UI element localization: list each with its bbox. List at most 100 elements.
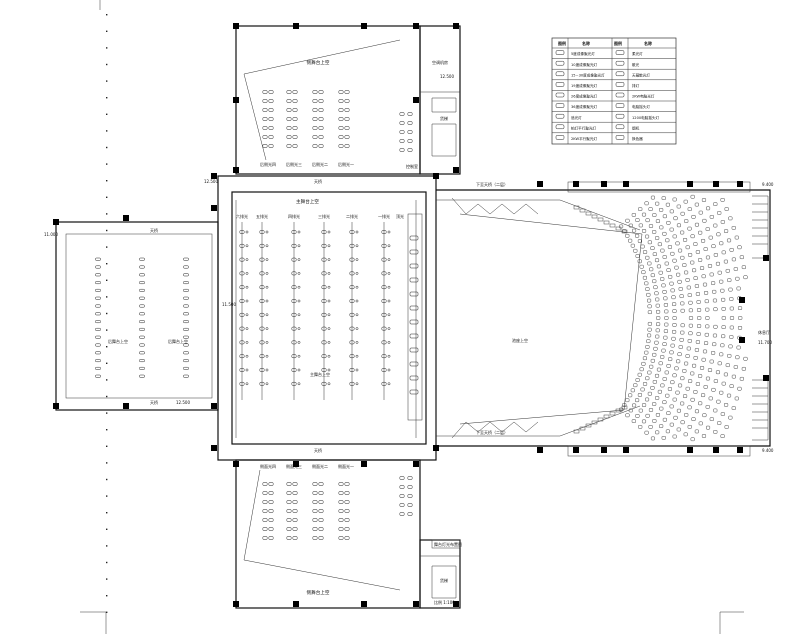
- proscenium-lamp: [409, 333, 419, 339]
- back-lamp: [139, 374, 145, 378]
- box-seat: [573, 429, 580, 434]
- lamp-glyph: [321, 299, 327, 303]
- seat: [739, 255, 744, 260]
- lamp-glyph: [292, 135, 298, 139]
- lamp-glyph: [262, 509, 268, 513]
- seat: [663, 303, 668, 307]
- seat: [653, 285, 658, 290]
- back-lamp: [95, 320, 101, 324]
- seat: [731, 374, 736, 379]
- lamp-dot: [327, 354, 331, 358]
- seat: [656, 309, 661, 314]
- lamp-glyph: [349, 368, 355, 372]
- bottom-bar-names: 侧面光四侧面光三侧面光二侧面光一: [260, 463, 354, 469]
- seat: [688, 323, 693, 328]
- seat: [672, 197, 677, 202]
- lamp-glyph: [318, 509, 324, 513]
- seat: [728, 415, 733, 420]
- lamp-dot: [297, 244, 301, 248]
- seat: [705, 405, 710, 409]
- lamp-dot: [355, 341, 359, 344]
- seat: [690, 437, 695, 442]
- lamp-glyph: [286, 482, 292, 486]
- seat: [729, 306, 734, 311]
- seat: [662, 377, 667, 381]
- seat: [693, 276, 698, 280]
- column: [763, 255, 769, 261]
- seat: [645, 376, 650, 381]
- column: [361, 461, 367, 467]
- legend-icon-b: [615, 113, 625, 119]
- seat: [695, 382, 700, 386]
- seat: [647, 261, 652, 266]
- lamp-glyph: [268, 144, 274, 148]
- seat: [645, 345, 650, 349]
- seat: [674, 366, 679, 371]
- back-lamp: [95, 343, 101, 347]
- top-bar-name: 后侧光四: [260, 161, 276, 167]
- main-bar-name: 一排光: [378, 213, 390, 219]
- seat: [729, 384, 734, 388]
- lamp-glyph: [381, 243, 387, 248]
- lamp-glyph: [318, 135, 324, 139]
- seat: [662, 290, 667, 294]
- seat: [726, 238, 732, 243]
- lamp-glyph: [268, 99, 274, 103]
- back-lamp: [95, 304, 101, 308]
- seat: [676, 427, 681, 432]
- back-stage-right-label: 后舞台上空: [168, 338, 188, 344]
- lamp-glyph: [344, 527, 350, 531]
- seat: [719, 390, 724, 395]
- seat: [669, 404, 674, 409]
- proscenium-lamp: [409, 263, 419, 269]
- elev-back-label: 12.500: [176, 400, 190, 405]
- seat: [698, 230, 703, 235]
- back-lamp: [95, 265, 101, 269]
- seat: [692, 268, 697, 273]
- back-lamp: [183, 366, 189, 370]
- lamp-glyph: [321, 326, 327, 331]
- seat: [709, 215, 714, 219]
- lamp-glyph: [291, 312, 297, 317]
- margin-tick: [106, 429, 108, 431]
- back-lamp: [95, 257, 101, 261]
- seat: [675, 241, 680, 246]
- margin-tick: [106, 545, 108, 547]
- back-lamp: [183, 273, 189, 277]
- margin-tick: [106, 312, 108, 315]
- lamp-glyph: [268, 90, 274, 94]
- lamp-glyph: [321, 368, 327, 372]
- bottom-side-stage: 侧舞台上空 货梯 侧面光四侧面光三侧面光二侧面光一: [235, 459, 461, 609]
- back-lamp: [95, 359, 101, 363]
- top-bar-name: 后侧光一: [338, 161, 354, 167]
- lamp-dot: [327, 313, 331, 317]
- seat: [668, 275, 673, 279]
- legend-header-name-a: 名称: [582, 40, 590, 46]
- lamp-glyph: [349, 285, 355, 290]
- lamp-glyph: [291, 257, 297, 262]
- seat: [688, 316, 694, 320]
- seat: [705, 307, 710, 312]
- seat: [657, 389, 662, 394]
- lamp-glyph: [239, 354, 245, 359]
- lamp-glyph: [286, 90, 292, 94]
- lamp-dot: [327, 368, 331, 372]
- lamp-glyph: [344, 509, 350, 513]
- lamp-glyph: [292, 482, 298, 486]
- lamp-glyph: [291, 299, 297, 303]
- lamp-glyph: [407, 485, 413, 489]
- seat: [649, 364, 654, 369]
- lamp-glyph: [349, 257, 355, 262]
- column: [413, 601, 419, 607]
- seat: [708, 396, 713, 401]
- lamp-glyph: [291, 285, 297, 290]
- lamp-dot: [245, 272, 249, 275]
- lamp-glyph: [318, 491, 324, 495]
- seat: [625, 233, 630, 238]
- back-stage: 天桥 天桥 后舞台上空 后舞台上空 11.000 12.500: [44, 221, 219, 411]
- margin-tick: [106, 379, 108, 381]
- lamp-glyph: [407, 112, 413, 116]
- seat: [662, 417, 667, 422]
- seat: [673, 216, 678, 221]
- seat: [628, 238, 633, 243]
